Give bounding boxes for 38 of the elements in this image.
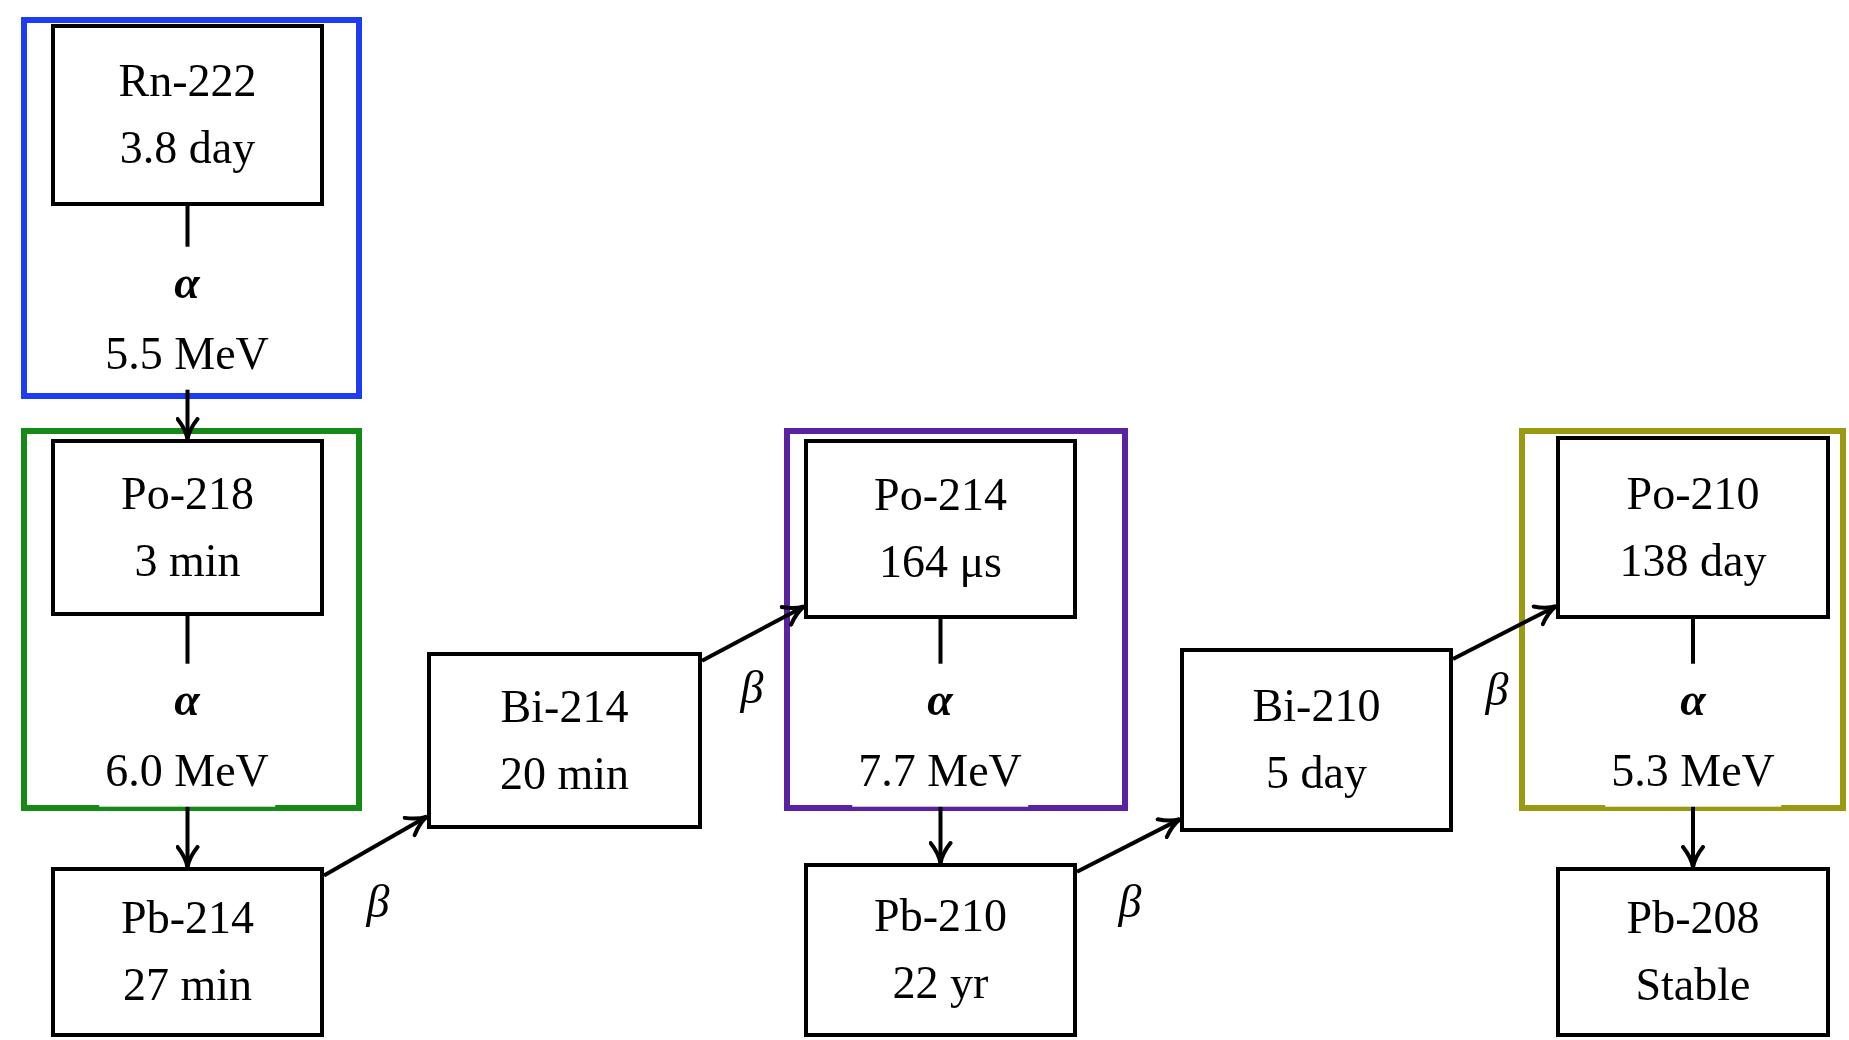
half-life-label: 164 μs xyxy=(878,535,1003,589)
edge-label: β xyxy=(366,875,390,930)
isotope-box xyxy=(1556,867,1830,1037)
isotope-box xyxy=(804,439,1077,619)
isotope-label: Rn-222 xyxy=(118,54,257,109)
edge-label: β xyxy=(740,661,764,716)
half-life-label: 20 min xyxy=(499,746,630,801)
edge-label: α 7.7 MeV xyxy=(852,663,1028,807)
isotope-box xyxy=(51,867,324,1037)
isotope-label: Pb-210 xyxy=(874,889,1007,944)
isotope-label: Pb-208 xyxy=(1626,891,1760,946)
isotope-box xyxy=(51,24,324,206)
group-frame xyxy=(1519,428,1846,811)
half-life-label: 22 yr xyxy=(892,956,989,1010)
isotope-box xyxy=(427,652,702,829)
half-life-label: 5 day xyxy=(1266,746,1367,800)
isotope-box xyxy=(1180,648,1453,832)
half-life-label: 3 min xyxy=(134,533,241,588)
isotope-label: Pb-214 xyxy=(121,891,254,946)
edge-label: β xyxy=(1485,663,1509,718)
half-life-label: Stable xyxy=(1635,958,1751,1012)
isotope-box xyxy=(804,863,1077,1037)
half-life-label: 138 day xyxy=(1619,533,1767,588)
group-frame xyxy=(21,17,362,399)
isotope-label: Bi-210 xyxy=(1252,679,1381,734)
edge-label: α 5.3 MeV xyxy=(1605,663,1781,807)
isotope-box xyxy=(1556,436,1830,619)
isotope-label: Po-218 xyxy=(121,466,254,521)
half-life-label: 27 min xyxy=(122,958,253,1012)
isotope-label: Po-214 xyxy=(874,468,1007,523)
isotope-label: Po-210 xyxy=(1626,466,1760,521)
isotope-label: Bi-214 xyxy=(500,679,629,734)
isotope-box xyxy=(51,439,324,616)
group-frame xyxy=(784,428,1128,811)
group-frame xyxy=(21,428,362,811)
edge-label: β xyxy=(1118,875,1142,930)
half-life-label: 3.8 day xyxy=(119,121,256,175)
edge-label: α 6.0 MeV xyxy=(99,663,275,807)
